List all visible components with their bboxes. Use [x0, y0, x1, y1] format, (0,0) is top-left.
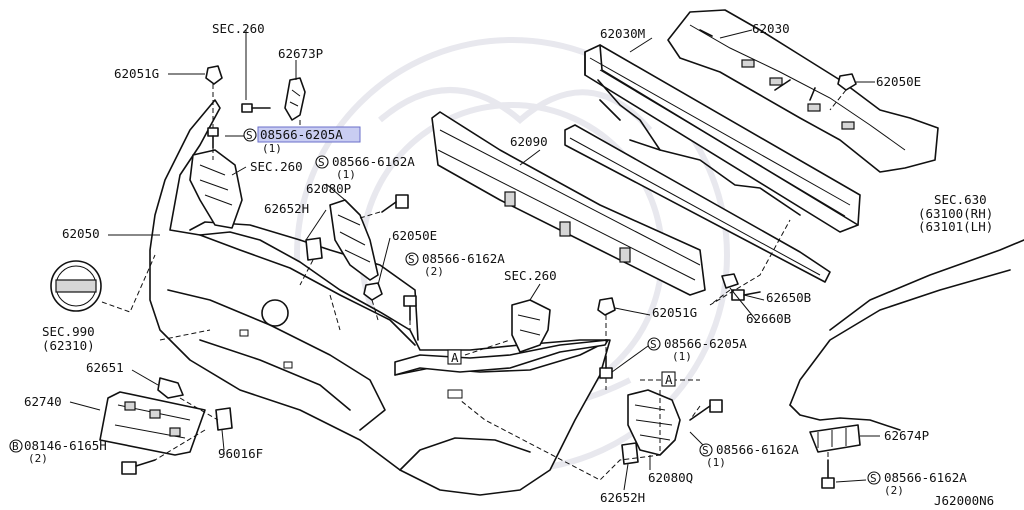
label-96016F[interactable]: 96016F — [218, 446, 263, 461]
energy-absorber-62030 — [667, 9, 939, 173]
label-08566-6162A-mid2[interactable]: 08566-6162A — [422, 251, 505, 266]
screw-left-top — [207, 127, 219, 149]
clip-62050E-right — [837, 73, 857, 91]
prefix-s-icon — [867, 471, 881, 485]
label-62650B[interactable]: 62650B — [766, 290, 811, 305]
label-62652H-bottom[interactable]: 62652H — [600, 490, 645, 505]
license-bracket-62740 — [99, 391, 206, 456]
label-08146-6165H[interactable]: 08146-6165H — [24, 438, 107, 453]
bolt-sec260-top — [241, 103, 271, 113]
label-62651[interactable]: 62651 — [86, 360, 124, 375]
side-bracket-62673P — [284, 77, 306, 121]
label-08566-6162A-bottom[interactable]: 08566-6162A — [884, 470, 967, 485]
qty-lower: (1) — [706, 456, 726, 469]
label-sec630[interactable]: SEC.630 — [934, 192, 987, 207]
label-62740[interactable]: 62740 — [24, 394, 62, 409]
prefix-s-label: S — [702, 444, 709, 457]
reference-a-left: A — [451, 350, 459, 365]
label-62673P[interactable]: 62673P — [278, 46, 323, 61]
highlight-selected-part — [257, 126, 361, 143]
label-08566-6205A-right[interactable]: 08566-6205A — [664, 336, 747, 351]
fender-sec630 — [789, 239, 1024, 431]
clip-96016F — [215, 407, 233, 431]
bolt-6162A-pair — [403, 295, 417, 321]
screw-6205A-right — [599, 355, 613, 379]
nissan-emblem — [50, 260, 102, 312]
prefix-b-icon — [9, 439, 23, 453]
clip-62652H-bottom — [621, 442, 639, 465]
prefix-s-label: S — [246, 129, 253, 142]
prefix-s-icon — [243, 128, 257, 142]
prefix-s-icon — [647, 337, 661, 351]
label-08566-6162A-mid[interactable]: 08566-6162A — [332, 154, 415, 169]
reference-box-a — [661, 371, 676, 387]
qty-right: (1) — [672, 350, 692, 363]
label-08566-6162A-lower[interactable]: 08566-6162A — [716, 442, 799, 457]
qty-mid: (1) — [336, 168, 356, 181]
prefix-s-label: S — [870, 472, 877, 485]
bolt-6162A-lower — [689, 399, 723, 421]
upper-trim — [394, 339, 609, 376]
qty-bottom: (2) — [884, 484, 904, 497]
label-62030M[interactable]: 62030M — [600, 26, 645, 41]
side-support-left — [189, 149, 243, 229]
label-62051G-right[interactable]: 62051G — [652, 305, 697, 320]
clip-62652H-top — [305, 237, 323, 261]
prefix-s-label: S — [408, 253, 415, 266]
prefix-s-icon — [405, 252, 419, 266]
reference-box-a — [447, 349, 462, 365]
label-sec990[interactable]: SEC.990 — [42, 324, 95, 339]
label-63100[interactable]: (63100(RH) — [918, 206, 993, 221]
screw-6162A-bottom — [821, 459, 835, 489]
clip-62051G-right — [597, 297, 616, 316]
prefix-s-icon — [699, 443, 713, 457]
label-62050E-right[interactable]: 62050E — [876, 74, 921, 89]
label-62090[interactable]: 62090 — [510, 134, 548, 149]
label-62674P[interactable]: 62674P — [884, 428, 929, 443]
bracket-62674P — [809, 424, 861, 453]
prefix-s-label: S — [650, 338, 657, 351]
label-62051G-left[interactable]: 62051G — [114, 66, 159, 81]
label-08566-6205A-top[interactable]: 08566-6205A — [260, 127, 343, 142]
bracket-62080Q — [627, 389, 681, 456]
bolt-08146-6165H — [121, 459, 156, 475]
prefix-s-label: S — [318, 156, 325, 169]
label-62030[interactable]: 62030 — [752, 21, 790, 36]
label-sec260-right[interactable]: SEC.260 — [504, 268, 557, 283]
qty-top: (1) — [262, 142, 282, 155]
bracket-62080P — [329, 199, 379, 281]
label-62080P[interactable]: 62080P — [306, 181, 351, 196]
nut-62660B — [721, 273, 739, 289]
bolt-6162A-mid — [381, 194, 409, 213]
qty-mid2: (2) — [424, 265, 444, 278]
prefix-b-label: B — [12, 440, 19, 453]
dashed-leaders — [101, 84, 847, 481]
leader-lines — [69, 29, 880, 491]
side-support-center — [511, 299, 551, 353]
label-62080Q[interactable]: 62080Q — [648, 470, 693, 485]
label-62652H-top[interactable]: 62652H — [264, 201, 309, 216]
clip-62050E-mid — [363, 282, 383, 301]
label-62050[interactable]: 62050 — [62, 226, 100, 241]
part-labels: SEC.260 62673P 62051G S 08566-6205A (1) … — [9, 21, 994, 508]
label-62660B[interactable]: 62660B — [746, 311, 791, 326]
label-62310[interactable]: (62310) — [42, 338, 95, 353]
grommet-62651 — [157, 377, 184, 399]
label-62050E-mid[interactable]: 62050E — [392, 228, 437, 243]
qty-bolt: (2) — [28, 452, 48, 465]
prefix-s-icon — [315, 155, 329, 169]
clip-62051G-left — [205, 65, 223, 85]
label-sec260-top[interactable]: SEC.260 — [212, 21, 265, 36]
label-63101[interactable]: (63101(LH) — [918, 219, 993, 234]
reinforcement-62030M — [584, 44, 861, 233]
diagram-id: J62000N6 — [934, 493, 994, 508]
lower-stay — [564, 124, 831, 283]
bumper-beam-62090 — [431, 111, 706, 296]
reference-a-right: A — [665, 372, 673, 387]
bolt-62650B — [731, 289, 761, 301]
label-sec260-mid[interactable]: SEC.260 — [250, 159, 303, 174]
